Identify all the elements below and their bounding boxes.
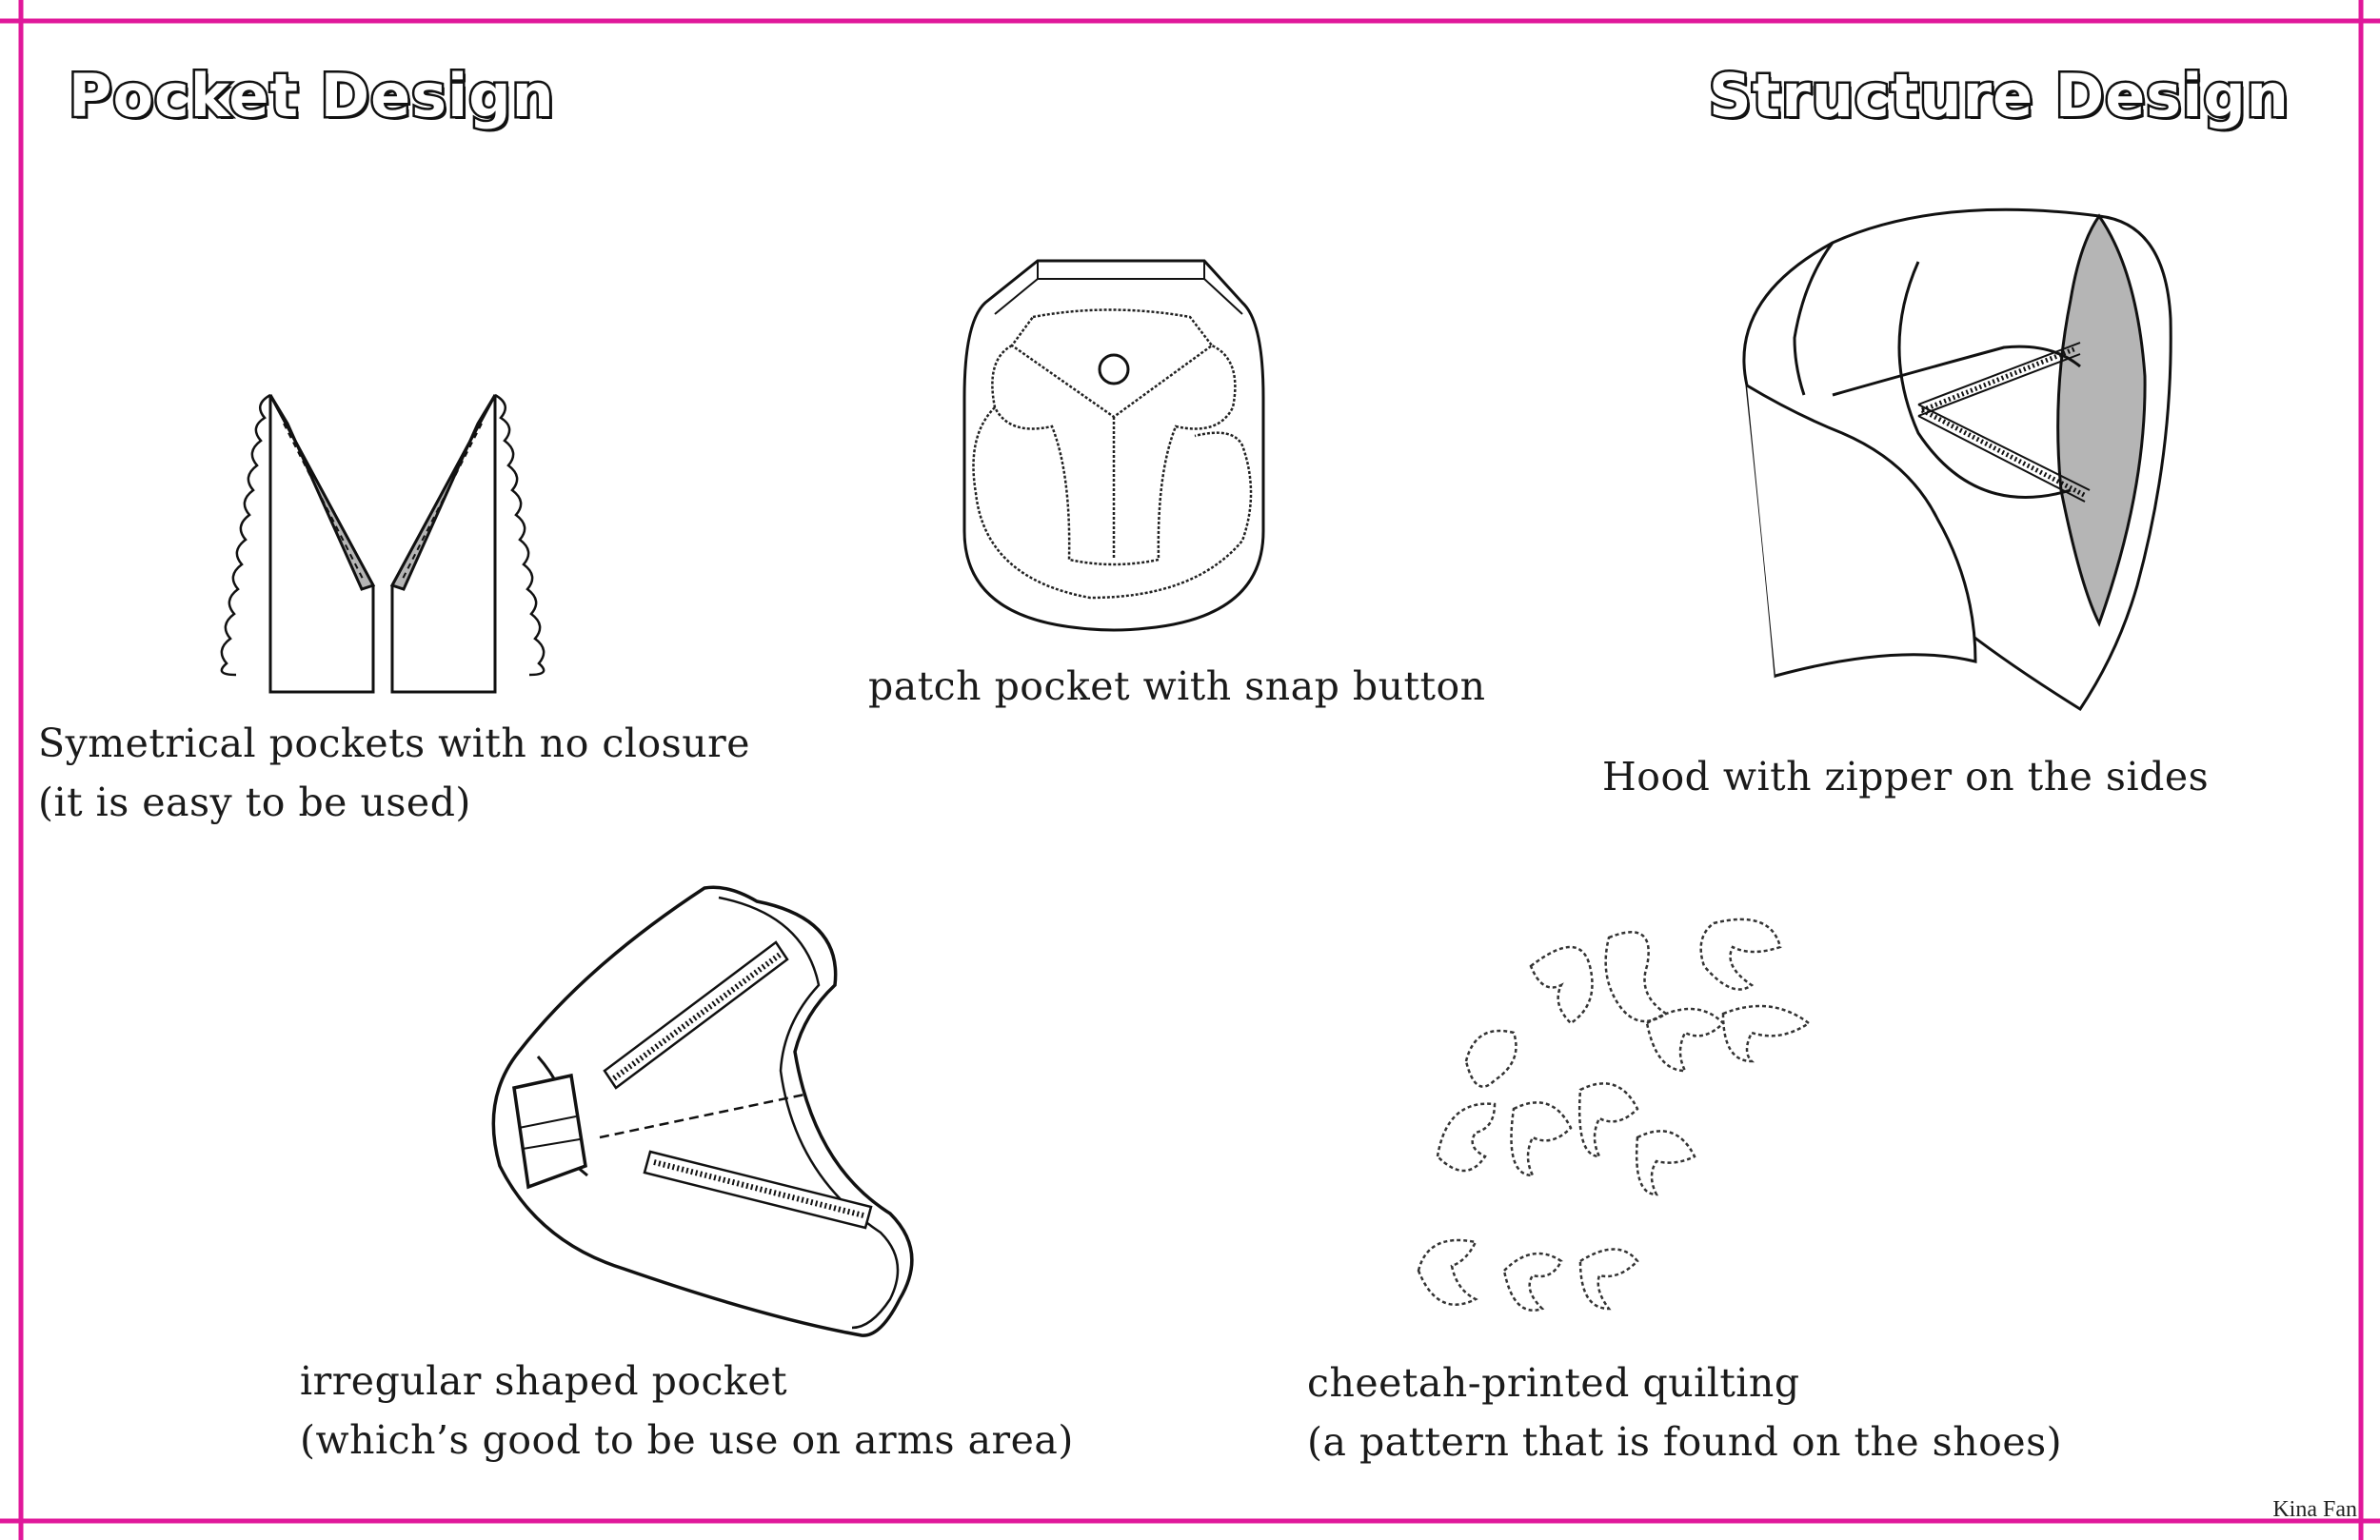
patch-pocket-caption-line1: patch pocket with snap button <box>868 663 1486 709</box>
patch-pocket-caption: patch pocket with snap button <box>868 657 1486 716</box>
irregular-pocket-caption-line2: (which’s good to be use on arms area) <box>300 1417 1074 1463</box>
structure-design-heading: Structure Design <box>1707 59 2291 133</box>
hood-caption: Hood with zipper on the sides <box>1602 747 2209 806</box>
hood-caption-line1: Hood with zipper on the sides <box>1602 754 2210 800</box>
symmetrical-pockets-caption-line1: Symetrical pockets with no closure <box>38 721 750 766</box>
irregular-pocket-sketch <box>491 885 914 1337</box>
quilting-caption-line1: cheetah-printed quilting <box>1307 1360 1800 1406</box>
hood-sketch <box>1742 207 2172 712</box>
pocket-design-heading: Pocket Design <box>67 59 557 133</box>
irregular-pocket-caption-line1: irregular shaped pocket <box>300 1358 788 1404</box>
symmetrical-pockets-caption-line2: (it is easy to be used) <box>38 780 471 825</box>
irregular-pocket-caption: irregular shaped pocket (which’s good to… <box>300 1352 1074 1470</box>
quilting-caption: cheetah-printed quilting (a pattern that… <box>1307 1353 2062 1471</box>
designer-signature: Kina Fan <box>2272 1497 2357 1522</box>
quilting-sketch <box>1417 918 1812 1312</box>
quilting-caption-line2: (a pattern that is found on the shoes) <box>1307 1419 2063 1465</box>
patch-pocket-sketch <box>962 259 1265 632</box>
symmetrical-pockets-sketch <box>220 393 545 694</box>
symmetrical-pockets-caption: Symetrical pockets with no closure (it i… <box>38 714 750 832</box>
